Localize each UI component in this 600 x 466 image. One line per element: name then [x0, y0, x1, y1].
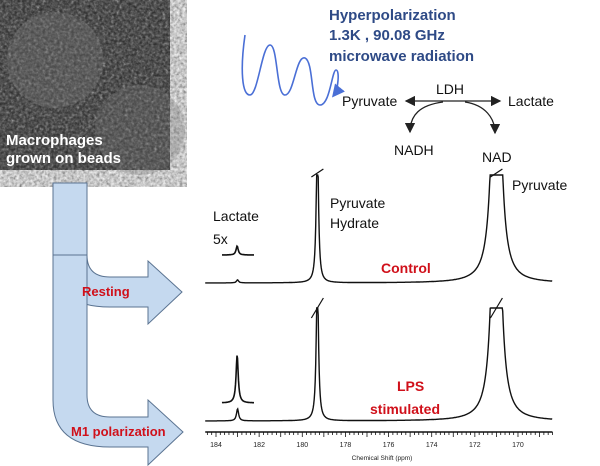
photo-caption-line2: grown on beads [6, 150, 121, 167]
control-label: Control [381, 260, 431, 276]
lactate-inset-lps [221, 355, 254, 404]
lps-label-2: stimulated [370, 401, 440, 417]
resting-label: Resting [82, 284, 130, 299]
tick-label-170: 170 [512, 442, 524, 449]
x-axis: 184 182 180 178 176 174 172 170 [205, 431, 553, 449]
pyruvate-hydrate-label-2: Hydrate [330, 215, 379, 231]
hyperpolarization-conditions: 1.3K , 90.08 GHz [329, 27, 445, 44]
tick-label-176: 176 [383, 442, 395, 449]
zoom-factor-label: 5x [213, 231, 228, 247]
peak-break-mark [310, 297, 324, 319]
nmr-spectra [205, 168, 553, 422]
peak-break-mark [489, 297, 503, 319]
pyruvate-peak-label: Pyruvate [512, 177, 567, 193]
tick-label-172: 172 [469, 442, 481, 449]
nad-arrow [464, 101, 501, 135]
tick-label-182: 182 [253, 442, 265, 449]
lactate-inset-control [222, 244, 254, 256]
tick-label-178: 178 [340, 442, 352, 449]
tick-label-184: 184 [210, 442, 222, 449]
peak-break-mark [311, 168, 324, 178]
lps-label-1: LPS [397, 378, 424, 394]
x-axis-label: Chemical Shift (ppm) [352, 455, 413, 462]
reaction-pyruvate: Pyruvate [342, 93, 397, 109]
tick-label-174: 174 [426, 442, 438, 449]
pyruvate-hydrate-label-1: Pyruvate [330, 195, 385, 211]
reaction-nadh: NADH [394, 142, 434, 158]
macrophage-micrograph: Macrophages grown on beads [0, 0, 185, 175]
hyperpolarization-radiation: microwave radiation [329, 48, 474, 65]
nadh-arrow [404, 101, 444, 134]
microwave-wave-icon [241, 34, 345, 106]
tick-label-180: 180 [296, 442, 308, 449]
photo-caption-line1: Macrophages [6, 132, 103, 149]
reaction-enzyme: LDH [436, 81, 464, 97]
spectrum-lps [205, 307, 553, 422]
m1-polarization-label: M1 polarization [71, 424, 166, 439]
reaction-lactate: Lactate [508, 93, 554, 109]
reaction-nad: NAD [482, 149, 512, 165]
peak-break-mark [490, 168, 503, 178]
hyperpolarization-title: Hyperpolarization [329, 7, 456, 24]
lactate-peak-label: Lactate [213, 208, 259, 224]
m1-arrow [52, 254, 184, 466]
